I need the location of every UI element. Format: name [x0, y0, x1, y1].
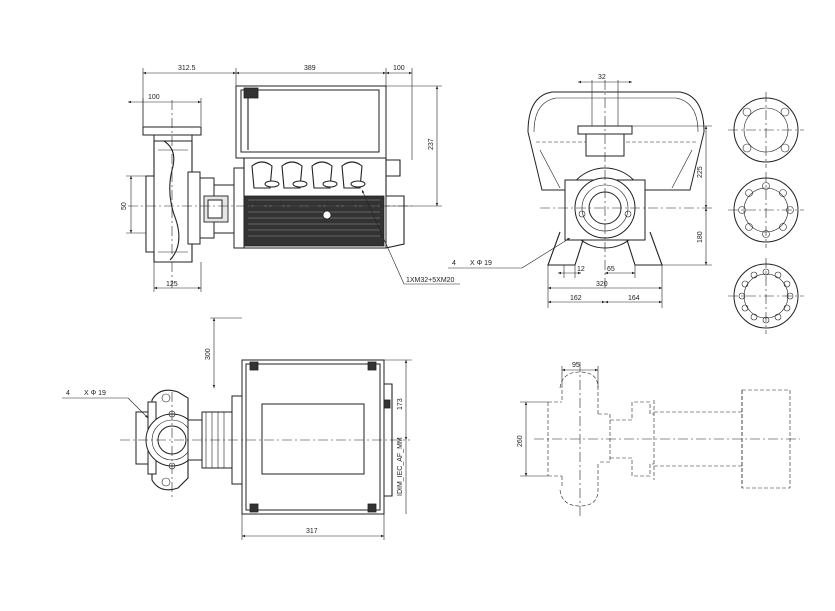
flange-8-hole	[728, 172, 804, 248]
motor-type-note: IDIM_IEC_AF_MM	[397, 437, 404, 496]
dim-125: 125	[166, 281, 178, 288]
dim-180: 180	[697, 231, 704, 243]
dim-260: 260	[517, 435, 524, 447]
dim-100-flange: 100	[148, 94, 160, 101]
dim-389: 389	[304, 65, 316, 72]
top-view: 300 173 IDIM_IEC_AF_MM 317 4 X Φ 19	[62, 317, 412, 540]
dim-317: 317	[306, 528, 318, 535]
top-view-dimensions: 300 173 IDIM_IEC_AF_MM 317 4 X Φ 19	[62, 317, 412, 540]
motor-top	[241, 359, 393, 515]
outline-view-dimensions: 95 260	[517, 362, 599, 477]
front-view: 32 225 180 12 65 320 162 164 4	[448, 74, 712, 308]
front-hole-spec: X Φ 19	[470, 260, 492, 267]
dim-162: 162	[570, 295, 582, 302]
dim-65: 65	[607, 266, 615, 273]
front-view-dimensions: 32 225 180 12 65 320 162 164 4	[448, 74, 712, 308]
dim-173: 173	[397, 398, 404, 410]
pump-body-side	[142, 126, 245, 263]
dim-225: 225	[697, 166, 704, 178]
flange-4-hole	[728, 92, 804, 168]
front-hole-count: 4	[452, 260, 456, 267]
dim-100-top: 100	[393, 65, 405, 72]
dim-300: 300	[205, 348, 212, 360]
dim-312-5: 312.5	[178, 65, 196, 72]
motor-side	[235, 85, 405, 249]
outline-view: 95 260	[517, 362, 800, 516]
flange-12-hole	[728, 258, 804, 334]
flange-variants	[728, 92, 804, 334]
dim-237: 237	[428, 138, 435, 150]
dim-50: 50	[121, 202, 128, 210]
dim-32: 32	[598, 74, 606, 81]
dim-95: 95	[572, 362, 580, 369]
cable-entry-note: 1XM32+5XM20	[406, 277, 455, 284]
top-hole-count: 4	[66, 390, 70, 397]
top-hole-spec: X Φ 19	[84, 390, 106, 397]
dim-164: 164	[628, 295, 640, 302]
dim-12: 12	[577, 266, 585, 273]
dim-320: 320	[596, 281, 608, 288]
side-view: 312.5 389 100 100 237 50 125 1XM32+5XM20	[121, 65, 460, 292]
side-view-dimensions: 312.5 389 100 100 237 50 125 1XM32+5XM20	[121, 65, 460, 292]
